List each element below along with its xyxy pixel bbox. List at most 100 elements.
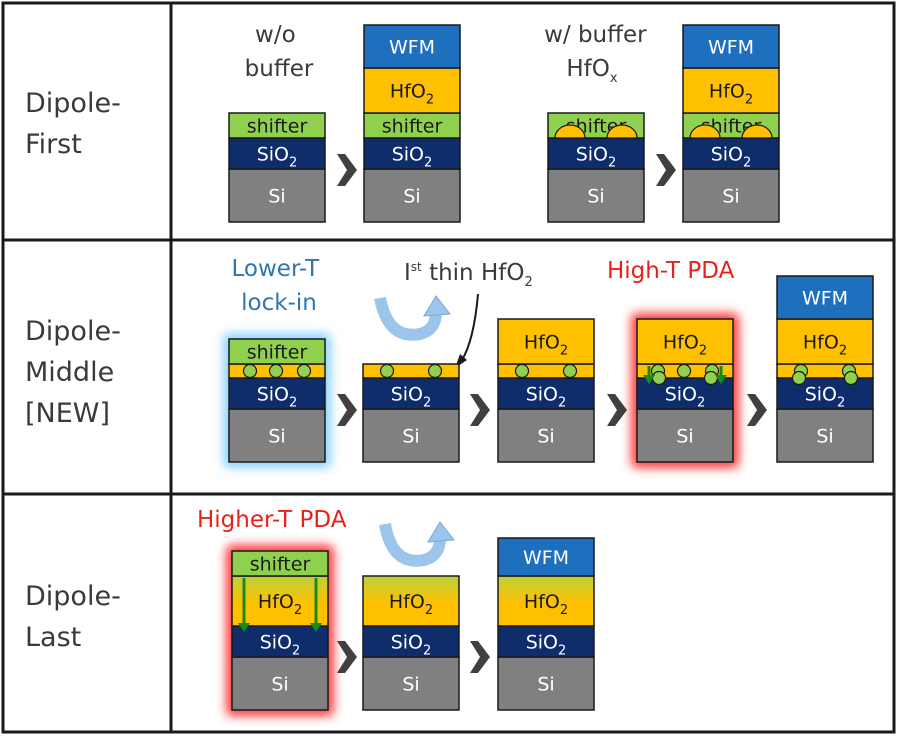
buffer-hfox-cap: [554, 124, 586, 139]
diffusion-arrow-head: [715, 375, 727, 384]
diffusion-arrow-head: [238, 623, 250, 632]
sio2-layer: [776, 377, 874, 410]
si-layer-label: Si: [816, 426, 833, 448]
row-label-dipole-last: Dipole- Last: [25, 581, 129, 653]
si-layer-label: Si: [271, 674, 288, 696]
swirl-arrow-icon-last: [379, 521, 455, 567]
process-step-arrow-icon: [470, 641, 490, 673]
si-layer: [363, 168, 461, 223]
si-layer: [497, 656, 595, 711]
process-step-arrow-icon: [337, 641, 357, 673]
si-layer: [547, 168, 645, 223]
row-label-dipole-first: Dipole- First: [25, 88, 129, 160]
sio2-layer: [362, 377, 460, 410]
process-step-arrow-icon: [656, 154, 676, 186]
sio2-layer: [636, 377, 734, 410]
sio2-layer-label: SiO2: [526, 632, 567, 659]
wfm-layer-label: WFM: [389, 37, 435, 59]
wfm-layer: [497, 537, 595, 577]
hfo2-mixed-layer: [362, 575, 460, 627]
si-layer: [228, 168, 326, 223]
wfm-layer: [363, 24, 461, 69]
hfo2-mixed-layer: [497, 575, 595, 627]
sio2-layer: [228, 137, 326, 170]
sio2-layer-label: SiO2: [665, 384, 706, 411]
thin-hfo2-layer: [776, 363, 874, 379]
sio2-layer-label: SiO2: [260, 632, 301, 659]
buffer-hfox-cap: [741, 124, 773, 139]
row-label-dipole-middle: Dipole- Middle [NEW]: [25, 316, 129, 429]
hfo2-layer-label: HfO2: [803, 332, 847, 359]
sio2-layer: [228, 377, 326, 410]
hfo2-layer-label: HfO2: [663, 332, 707, 359]
swirl-arrow-icon-middle: [374, 295, 451, 341]
si-layer: [682, 168, 780, 223]
si-layer-label: Si: [722, 186, 739, 208]
annotation-higher-t-pda: Higher-T PDA: [197, 507, 347, 533]
gate-stacks: SiSiO2shifterSiSiO2shifterHfO2WFMSiSiO2s…: [228, 24, 874, 711]
sio2-layer: [497, 377, 595, 410]
dipole-dot: [296, 363, 312, 379]
shifter-layer: [228, 112, 326, 139]
si-layer-label: Si: [268, 186, 285, 208]
si-layer-label: Si: [268, 426, 285, 448]
gate-stack: Si SiO2 shifter: [228, 112, 326, 223]
sio2-layer-label: SiO2: [257, 144, 298, 171]
si-layer-label: Si: [537, 426, 554, 448]
process-step-arrow-icon: [337, 394, 357, 426]
gate-stack: Si SiO2 shifter HfO2 WFM: [363, 24, 461, 223]
hfo2-layer-label: HfO2: [390, 81, 434, 108]
thin-hfo2-layer: [362, 363, 460, 379]
sio2-layer-label: SiO2: [805, 384, 846, 411]
wfm-layer-label: WFM: [708, 37, 754, 59]
wfm-layer: [776, 275, 874, 320]
wfm-layer: [682, 24, 780, 69]
hfo2-layer-label: HfO2: [709, 81, 753, 108]
si-layer-label: Si: [403, 186, 420, 208]
sio2-layer: [363, 137, 461, 170]
si-layer: [497, 408, 595, 463]
shifter-layer-label: shifter: [247, 116, 308, 138]
wfm-layer-label: WFM: [523, 547, 569, 569]
shifter-layer: [363, 112, 461, 139]
si-layer-label: Si: [402, 426, 419, 448]
shifter-layer: [231, 550, 329, 577]
sio2-layer-label: SiO2: [576, 144, 617, 171]
hfo2-mixed-layer-label: HfO2: [524, 591, 568, 618]
process-step-arrow-icon: [337, 154, 357, 186]
gate-stack: Si SiO2 HfO2: [497, 318, 595, 463]
thin-hfo2-layer: [497, 363, 595, 379]
hfo2-mixed-layer-label: HfO2: [258, 591, 302, 618]
buffer-hfox-cap: [606, 124, 638, 139]
dipole-dot: [427, 363, 443, 379]
dipole-dot: [268, 363, 284, 379]
dipole-dot: [514, 363, 530, 379]
sio2-layer-label: SiO2: [526, 384, 567, 411]
wfm-layer-label: WFM: [802, 288, 848, 310]
si-layer: [776, 408, 874, 463]
dipole-dot: [562, 363, 578, 379]
buffer-hfox-cap: [689, 124, 721, 139]
annotation-high-t-pda: High-T PDA: [607, 258, 735, 284]
si-layer: [228, 408, 326, 463]
process-arrows: [337, 154, 767, 673]
annotation-with-buffer: w/ buffer HfOx: [544, 22, 654, 86]
sio2-layer: [231, 625, 329, 658]
sio2-layer-label: SiO2: [392, 144, 433, 171]
sio2-layer-label: SiO2: [391, 632, 432, 659]
gate-stack: Si SiO2 HfO2 shifter: [231, 550, 329, 711]
hfo2-layer-label: HfO2: [524, 332, 568, 359]
shifter-layer-label: shifter: [382, 116, 443, 138]
sio2-layer: [497, 625, 595, 658]
dipole-dot: [379, 363, 395, 379]
dipole-dot: [651, 370, 667, 386]
shifter-layer-label: shifter: [250, 554, 311, 576]
shifter-layer: [228, 338, 326, 365]
annotation-lower-t-lock-in: Lower-T lock-in: [232, 256, 327, 316]
